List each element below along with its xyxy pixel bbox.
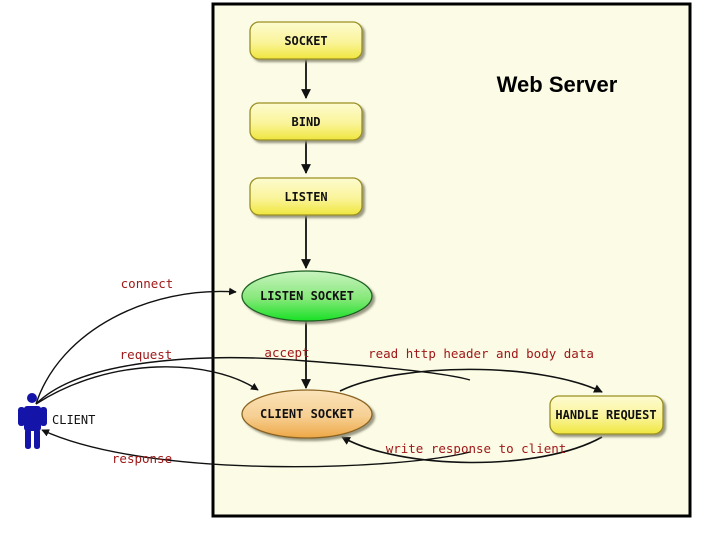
- node-handle-request[interactable]: HANDLE REQUEST: [549, 395, 664, 435]
- edge-response: [41, 429, 471, 468]
- edge-label-connect: connect: [121, 276, 174, 291]
- edge-label-read-http: read http header and body data: [368, 346, 594, 361]
- node-bind[interactable]: BIND: [249, 102, 363, 141]
- node-listen[interactable]: LISTEN: [249, 177, 363, 216]
- node-client-socket-label: CLIENT SOCKET: [260, 407, 354, 421]
- edge-label-response: response: [112, 451, 172, 466]
- edge-write-response: [341, 436, 603, 464]
- client-actor-icon: [18, 393, 47, 449]
- node-client-socket[interactable]: CLIENT SOCKET: [241, 389, 373, 439]
- edge-label-accept: accept: [264, 345, 309, 360]
- edge-request-arc: [35, 357, 471, 405]
- node-listen-label: LISTEN: [284, 190, 327, 204]
- edge-label-write-response: write response to client: [386, 441, 567, 456]
- node-listen-socket-label: LISTEN SOCKET: [260, 289, 354, 303]
- page-title: Web Server: [497, 72, 618, 97]
- edge-read-http: [339, 368, 603, 393]
- node-socket[interactable]: SOCKET: [249, 21, 363, 60]
- node-socket-label: SOCKET: [284, 34, 327, 48]
- node-bind-label: BIND: [292, 115, 321, 129]
- node-handle-request-label: HANDLE REQUEST: [555, 408, 656, 422]
- edge-label-request: request: [120, 347, 173, 362]
- edge-request: [35, 366, 259, 405]
- edge-connect: [35, 287, 237, 405]
- node-listen-socket[interactable]: LISTEN SOCKET: [241, 270, 373, 322]
- web-server-frame: [211, 2, 692, 518]
- client-actor-label: CLIENT: [52, 413, 95, 427]
